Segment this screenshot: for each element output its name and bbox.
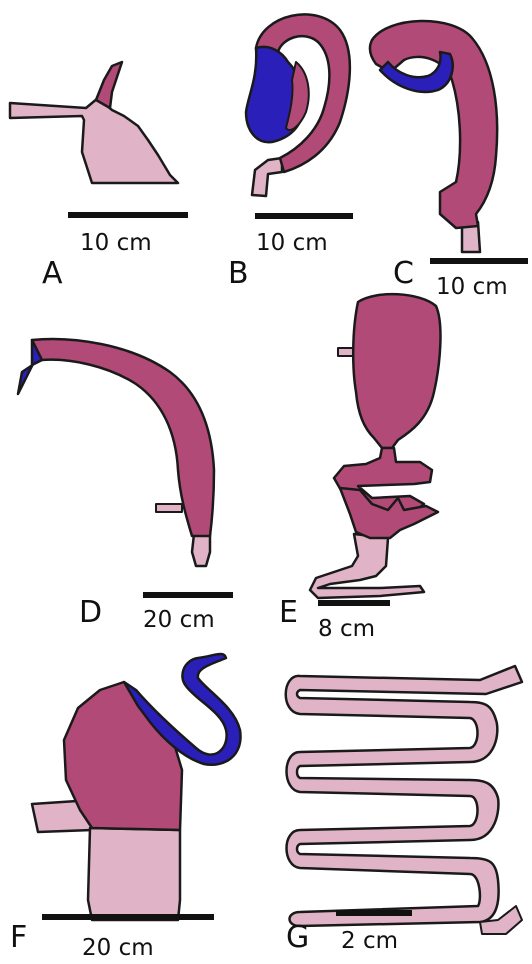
- panel-e-dark-stomach: [353, 294, 440, 448]
- panel-c-dark-hook: [370, 21, 497, 228]
- panel-e-letter: E: [279, 595, 298, 630]
- panel-e-scale-label: 8 cm: [318, 616, 375, 642]
- panel-d-scale-label: 20 cm: [143, 607, 215, 633]
- panel-a-scale-bar: [68, 212, 188, 218]
- panel-f: 20 cm F: [10, 654, 241, 961]
- panel-d-letter: D: [79, 595, 102, 630]
- panel-b-letter: B: [228, 256, 249, 291]
- panel-c-scale-bar: [430, 258, 528, 264]
- panel-g-scale-label: 2 cm: [341, 928, 398, 954]
- panel-e-scale-bar: [318, 600, 390, 606]
- panel-a-dark-stub: [96, 62, 122, 108]
- panel-b-light-tract: [252, 158, 282, 196]
- panel-c-scale-label: 10 cm: [436, 274, 508, 300]
- panel-b: 10 cm B: [228, 14, 353, 291]
- panel-c: 10 cm C: [370, 21, 528, 300]
- panel-f-light-base: [88, 828, 180, 920]
- panel-g: 2 cm G: [286, 666, 522, 955]
- panel-d-side-stub: [156, 504, 182, 512]
- panel-f-scale-label: 20 cm: [82, 935, 154, 961]
- panel-a: 10 cm A: [10, 62, 188, 291]
- panel-b-scale-label: 10 cm: [256, 230, 328, 256]
- panel-f-letter: F: [10, 920, 27, 955]
- panel-g-letter: G: [286, 920, 309, 955]
- panel-a-letter: A: [42, 256, 63, 291]
- panel-a-light-tract: [10, 98, 178, 183]
- panel-d-dark-arc: [32, 339, 214, 536]
- panel-e-dark-pouch: [340, 488, 438, 538]
- panel-c-letter: C: [393, 256, 414, 291]
- panel-a-scale-label: 10 cm: [80, 230, 152, 256]
- panel-d: 20 cm D: [18, 339, 233, 633]
- panel-g-scale-bar: [336, 910, 412, 916]
- panel-d-light-tract: [192, 534, 210, 566]
- panel-g-coiled-intestine: [286, 666, 522, 926]
- panel-e: 8 cm E: [279, 294, 440, 642]
- panel-e-light-tract: [310, 534, 424, 598]
- panel-d-scale-bar: [143, 592, 233, 598]
- panel-f-scale-bar: [42, 914, 214, 920]
- panel-b-scale-bar: [255, 213, 353, 219]
- panel-f-dark-stomach: [64, 682, 182, 830]
